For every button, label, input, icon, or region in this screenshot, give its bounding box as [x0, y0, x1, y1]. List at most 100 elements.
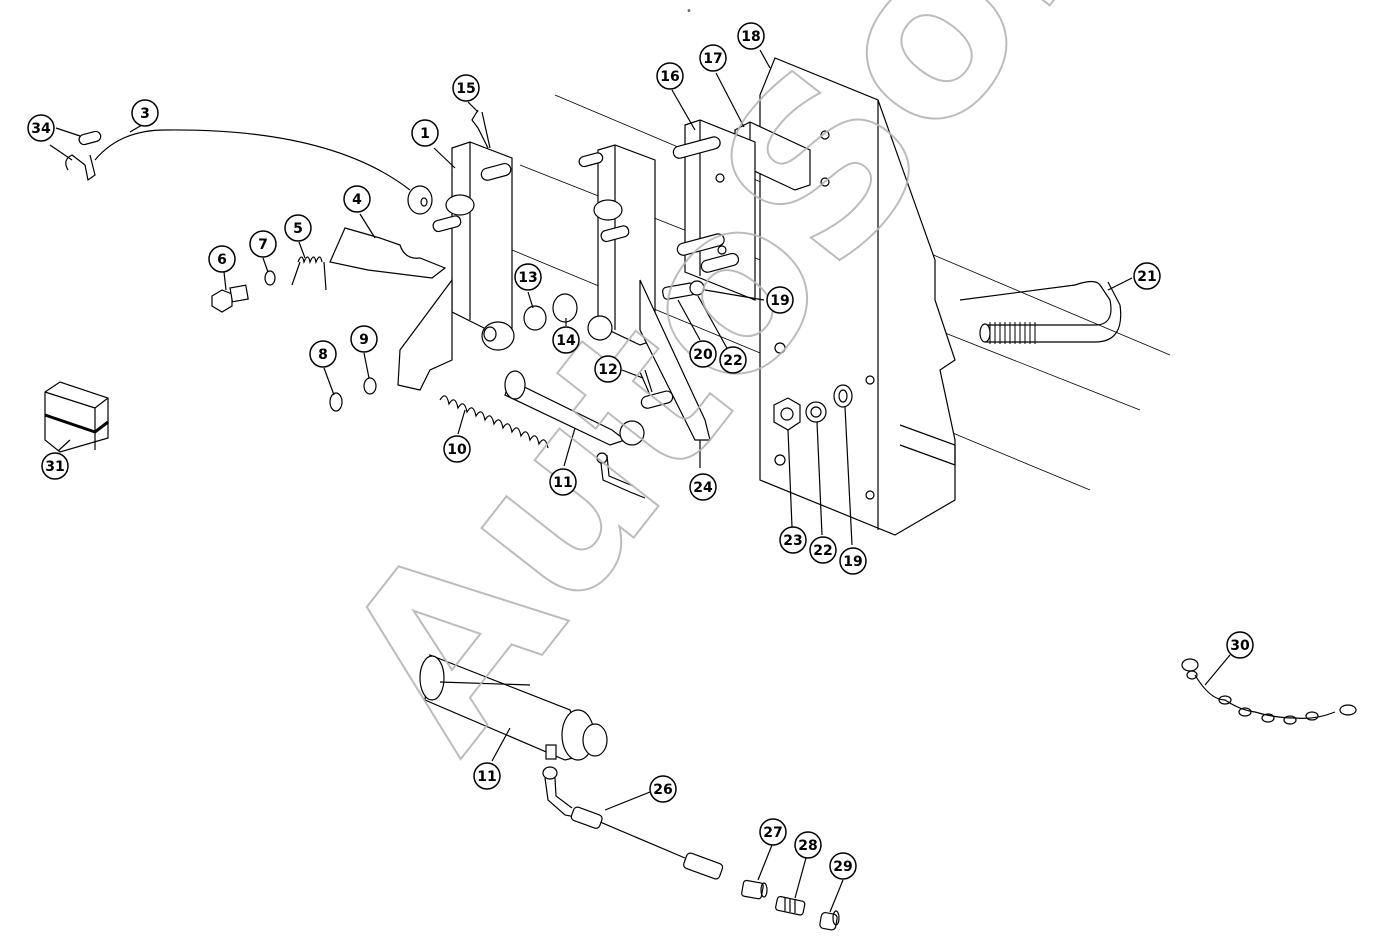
callout-5: 5 — [284, 214, 312, 242]
callout-number: 19 — [770, 293, 789, 309]
callout-circle — [27, 114, 55, 142]
callout-number: 26 — [653, 782, 672, 798]
callout-circle — [473, 762, 501, 790]
callout-number: 9 — [359, 332, 369, 348]
callout-circle — [699, 44, 727, 72]
callout-30: 30 — [1226, 631, 1254, 659]
callout-22: 22 — [809, 536, 837, 564]
callout-11: 11 — [473, 762, 501, 790]
callout-27: 27 — [759, 818, 787, 846]
callout-34: 34 — [27, 114, 55, 142]
callout-15: 15 — [452, 74, 480, 102]
callout-number: 11 — [477, 769, 496, 785]
callout-28: 28 — [794, 831, 822, 859]
callout-circle — [1133, 262, 1161, 290]
bolt-part-20 — [662, 280, 705, 300]
block-part-31 — [44, 381, 109, 453]
fittings-parts-27-28-29 — [741, 879, 840, 931]
callout-26: 26 — [649, 775, 677, 803]
callout-number: 3 — [140, 106, 150, 122]
callout-14: 14 — [552, 326, 580, 354]
top-mark: • — [686, 6, 692, 17]
callout-number: 31 — [45, 459, 64, 475]
callout-number: 4 — [352, 192, 362, 208]
callout-number: 11 — [553, 475, 572, 491]
callout-21: 21 — [1133, 262, 1161, 290]
callout-number: 16 — [660, 69, 679, 85]
callout-number: 15 — [456, 81, 475, 97]
callout-12: 12 — [594, 355, 622, 383]
callout-8: 8 — [309, 340, 337, 368]
callout-1: 1 — [411, 119, 439, 147]
callout-circle — [208, 245, 236, 273]
callout-circle — [549, 468, 577, 496]
callout-number: 24 — [693, 480, 713, 496]
callout-circle — [759, 818, 787, 846]
callout-7: 7 — [249, 230, 277, 258]
callout-circle — [443, 435, 471, 463]
callout-number: 10 — [447, 442, 467, 458]
callout-circle — [794, 831, 822, 859]
callout-circle — [411, 119, 439, 147]
callout-13: 13 — [514, 263, 542, 291]
washer-part-9 — [363, 377, 377, 395]
callout-number: 5 — [293, 221, 303, 237]
leader-lines — [49, 49, 1231, 913]
callout-circle — [350, 325, 378, 353]
callout-number: 29 — [833, 859, 852, 875]
watermark-text: AutoSoft — [293, 0, 1207, 794]
callout-number: 17 — [703, 51, 722, 67]
callout-circle — [1226, 631, 1254, 659]
callout-number: 8 — [318, 347, 328, 363]
bracket-part-1 — [397, 141, 515, 391]
callout-circle — [809, 536, 837, 564]
nut-washer-parts-23-22-19 — [773, 384, 853, 431]
callout-circle — [649, 775, 677, 803]
callout-circle — [737, 22, 765, 50]
callout-circle — [131, 99, 159, 127]
callout-31: 31 — [41, 452, 69, 480]
callout-23: 23 — [779, 526, 807, 554]
callout-number: 22 — [813, 543, 832, 559]
callout-number: 6 — [217, 252, 227, 268]
u-bolt-part-21 — [959, 280, 1122, 344]
callout-16: 16 — [656, 62, 684, 90]
callout-17: 17 — [699, 44, 727, 72]
callout-number: 22 — [723, 353, 742, 369]
cylinder-part-11-lower — [419, 654, 608, 761]
callout-circle — [309, 340, 337, 368]
callout-circle — [689, 473, 717, 501]
callout-circle — [766, 286, 794, 314]
callout-circle — [452, 74, 480, 102]
hose-part-26 — [542, 766, 724, 880]
callout-circle — [514, 263, 542, 291]
callout-19: 19 — [766, 286, 794, 314]
callout-circle — [829, 852, 857, 880]
callout-circle — [552, 326, 580, 354]
callout-number: 20 — [693, 347, 713, 363]
callout-20: 20 — [689, 340, 717, 368]
spring-part-10 — [439, 395, 549, 449]
callout-circle — [594, 355, 622, 383]
bracket-part-4 — [329, 227, 447, 279]
callout-number: 21 — [1137, 269, 1156, 285]
callout-11: 11 — [549, 468, 577, 496]
callout-29: 29 — [829, 852, 857, 880]
callout-circle — [249, 230, 277, 258]
cotter-pin-part-12 — [639, 369, 653, 396]
callout-number: 7 — [258, 237, 268, 253]
plate-part-16 — [672, 119, 756, 301]
callout-circle — [719, 346, 747, 374]
callout-circle — [689, 340, 717, 368]
callout-number: 23 — [783, 533, 802, 549]
bracket-middle — [578, 144, 711, 441]
callout-18: 18 — [737, 22, 765, 50]
callout-10: 10 — [443, 435, 471, 463]
callout-number: 30 — [1230, 638, 1250, 654]
spring-part-5 — [291, 256, 327, 291]
bushings-part-13-14 — [523, 293, 578, 331]
callout-4: 4 — [343, 185, 371, 213]
ring-part-8 — [329, 392, 343, 412]
callout-3: 3 — [131, 99, 159, 127]
